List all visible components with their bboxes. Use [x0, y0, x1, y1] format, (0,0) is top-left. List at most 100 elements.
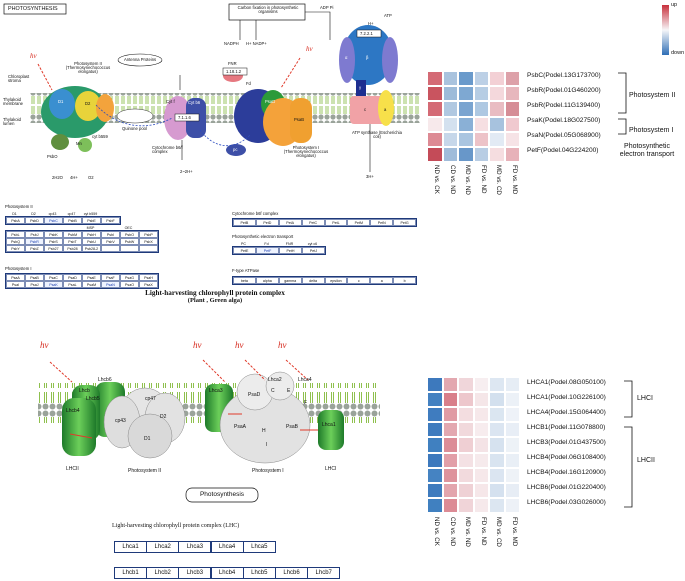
heatmap-cell	[458, 422, 474, 438]
ps2-cell: PsbT	[63, 238, 82, 245]
cyt-cell: PetA	[278, 219, 302, 226]
lhc-svg	[38, 359, 380, 503]
ps2-cell: PsbI	[101, 231, 120, 238]
ps2-cell: PsbL	[6, 231, 25, 238]
heatmap-cell	[427, 497, 443, 513]
heatmap-cell	[427, 131, 443, 147]
beta-label: β	[366, 55, 369, 60]
atp-cell: beta	[233, 277, 256, 284]
heatmap-cell	[442, 392, 458, 408]
heatmap-cell	[473, 377, 489, 393]
d2-protein	[75, 91, 101, 121]
heatmap-cell	[489, 407, 505, 423]
heatmap-cell	[427, 116, 443, 132]
ps2-table-row1: PsbA PsbD PsbC PsbB PsbE PsbF	[5, 216, 121, 225]
ps1-cell: PsaK	[44, 281, 63, 288]
heatmap-cell	[504, 467, 520, 483]
d1-shape	[127, 413, 173, 459]
atp-cell: alpha	[255, 277, 279, 284]
ps2-cell: PsbY	[6, 245, 25, 252]
heatmap-cell	[489, 101, 505, 117]
psab-label: PsaB	[294, 117, 305, 122]
ps2-table-rows: PsbL PsbJ PsbK PsbM PsbH PsbI PsbO PsbP …	[5, 230, 159, 253]
ps2-cell: PsbH	[82, 231, 101, 238]
alpha-label: α	[345, 55, 348, 60]
heatmap-cell	[489, 497, 505, 513]
antenna-label: Antenna Proteins	[124, 57, 157, 62]
lhcb-cell: Lhcb3	[178, 567, 212, 579]
heatmap-cell	[458, 467, 474, 483]
lhc-hv-label-1: hv	[40, 340, 49, 350]
ps1-cell: PsaO	[120, 281, 139, 288]
ps1-cell: PsaA	[6, 274, 25, 281]
ps1-cell: PsaL	[63, 281, 82, 288]
atp-synthase-right	[382, 37, 398, 83]
carbon-fixation-label: Carbon fixation in photosynthetic organi…	[237, 5, 299, 15]
heatmap-cell	[442, 131, 458, 147]
group-label-pet: Photosynthetic electron transport	[619, 143, 675, 159]
legend-down-label: down	[671, 50, 685, 56]
ps2-cell: PsbV	[101, 238, 120, 245]
heatmap-cell	[504, 497, 520, 513]
i-lhc-label: I	[266, 442, 268, 448]
hm-top-col-label: MD vs. CD	[495, 165, 502, 195]
ps1-cell: PsaJ	[25, 281, 44, 288]
c-lhc-label: C	[271, 388, 275, 394]
ps2-cell: PsbC	[44, 217, 63, 224]
hm-top-row-label: PsbC(Podel.13G173700)	[527, 72, 601, 79]
cyt-f-label: Cyt f	[166, 99, 175, 104]
pet-head-0: PC	[232, 241, 255, 246]
cyt-cell: PetM	[347, 219, 371, 226]
d1-label: D1	[58, 99, 64, 104]
lhcb6-label: Lhcb6	[98, 377, 112, 383]
lhcb-cell: Lhcb2	[146, 567, 180, 579]
hm-bottom-col-label: CD vs. ND	[449, 517, 456, 547]
hm-top-row-label: PsaN(Podel.05G068900)	[527, 132, 601, 139]
lhci-label: LHCI	[325, 466, 337, 472]
title-box	[3, 3, 67, 15]
heatmap-cell	[427, 467, 443, 483]
psbv-protein	[78, 138, 92, 152]
ps2-cell: Psb28-2	[82, 245, 101, 252]
thylakoid-lumen-label: Thylakoid lumen	[3, 117, 21, 127]
cyt-heading: Cytochrome b6f complex	[232, 211, 279, 216]
heatmap-cell	[427, 71, 443, 87]
heatmap-cell	[458, 86, 474, 102]
lhca2-shape	[265, 371, 295, 401]
hm-bottom-col-label: FD vs. MD	[511, 517, 518, 547]
lhcb-cell: Lhcb7	[307, 567, 341, 579]
ps2-head-0: D1	[5, 211, 24, 216]
heatmap-cell	[473, 116, 489, 132]
ps2-cell: PsbU	[82, 238, 101, 245]
hm-bottom-col-label: FD vs. ND	[480, 517, 487, 546]
e-lhc-label: E	[287, 388, 291, 394]
heatmap-cell	[489, 86, 505, 102]
lhc-title-line2: (Plant , Green alga)	[187, 297, 243, 304]
ps1-cell: PsaE	[82, 274, 101, 281]
heatmap-cell	[427, 422, 443, 438]
psad-lhc-label: PsaD	[248, 392, 261, 398]
pet-cell: PetJ	[302, 247, 325, 254]
ps1-cell: PsaG	[120, 274, 139, 281]
antenna-proteins	[117, 53, 163, 67]
heatmap-cell	[442, 116, 458, 132]
ps2-cell: Psb27	[44, 245, 63, 252]
cp43-label: cp43	[115, 418, 126, 424]
cp47-label: cp47	[145, 396, 156, 402]
heatmap-cell	[427, 452, 443, 468]
ps2-title-label: Photosystem II (Thermosynechococcus elon…	[65, 61, 111, 75]
hm-bottom-row-label: LHCA1(Podel.10G226100)	[527, 394, 606, 401]
heatmap-cell	[427, 86, 443, 102]
hnadp-label: H+ NADP+	[246, 41, 267, 46]
atp-synthase-head	[343, 25, 393, 85]
lhcb-cell: Lhcb1	[114, 567, 147, 579]
enzyme-box-3	[356, 29, 382, 38]
lhcb-cell: Lhcb6	[275, 567, 309, 579]
hv-arrow-1	[37, 63, 53, 91]
heatmap-cell	[473, 437, 489, 453]
heatmap-cell	[489, 71, 505, 87]
lhca-row: Lhca1 Lhca2 Lhca3 Lhca4 Lhca5	[114, 541, 276, 553]
ps2-cell: PsbS	[44, 238, 63, 245]
atp-cell: b	[393, 277, 416, 284]
thylakoid-membrane-label: Thylakoid membrane	[3, 97, 24, 107]
